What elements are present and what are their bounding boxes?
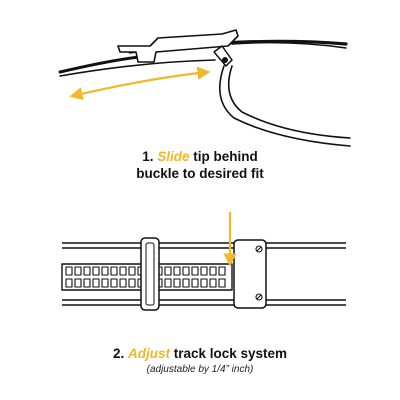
track-lock-illustration [61, 237, 346, 311]
step1-line1: tip behind [193, 149, 258, 164]
step1-keyword: Slide [157, 149, 190, 164]
ratchet-teeth [65, 266, 226, 288]
step2-note: (adjustable by 1/4” inch) [146, 364, 254, 375]
slide-arrow [69, 66, 211, 101]
belt-tip [218, 65, 351, 147]
step1-caption: 1. Slide tip behind buckle to desired fi… [0, 148, 400, 182]
buckle-hinge [213, 45, 233, 67]
buckle-body [233, 239, 267, 309]
step1-line2: buckle to desired fit [136, 166, 264, 181]
step2-text: track lock system [173, 346, 288, 361]
buckle-frame [117, 29, 239, 63]
step2-keyword: Adjust [127, 346, 170, 361]
buckle-pin [222, 57, 228, 63]
step1-number: 1. [142, 149, 154, 164]
step2-caption: 2. Adjust track lock system [0, 345, 400, 362]
step2-number: 2. [112, 346, 125, 361]
